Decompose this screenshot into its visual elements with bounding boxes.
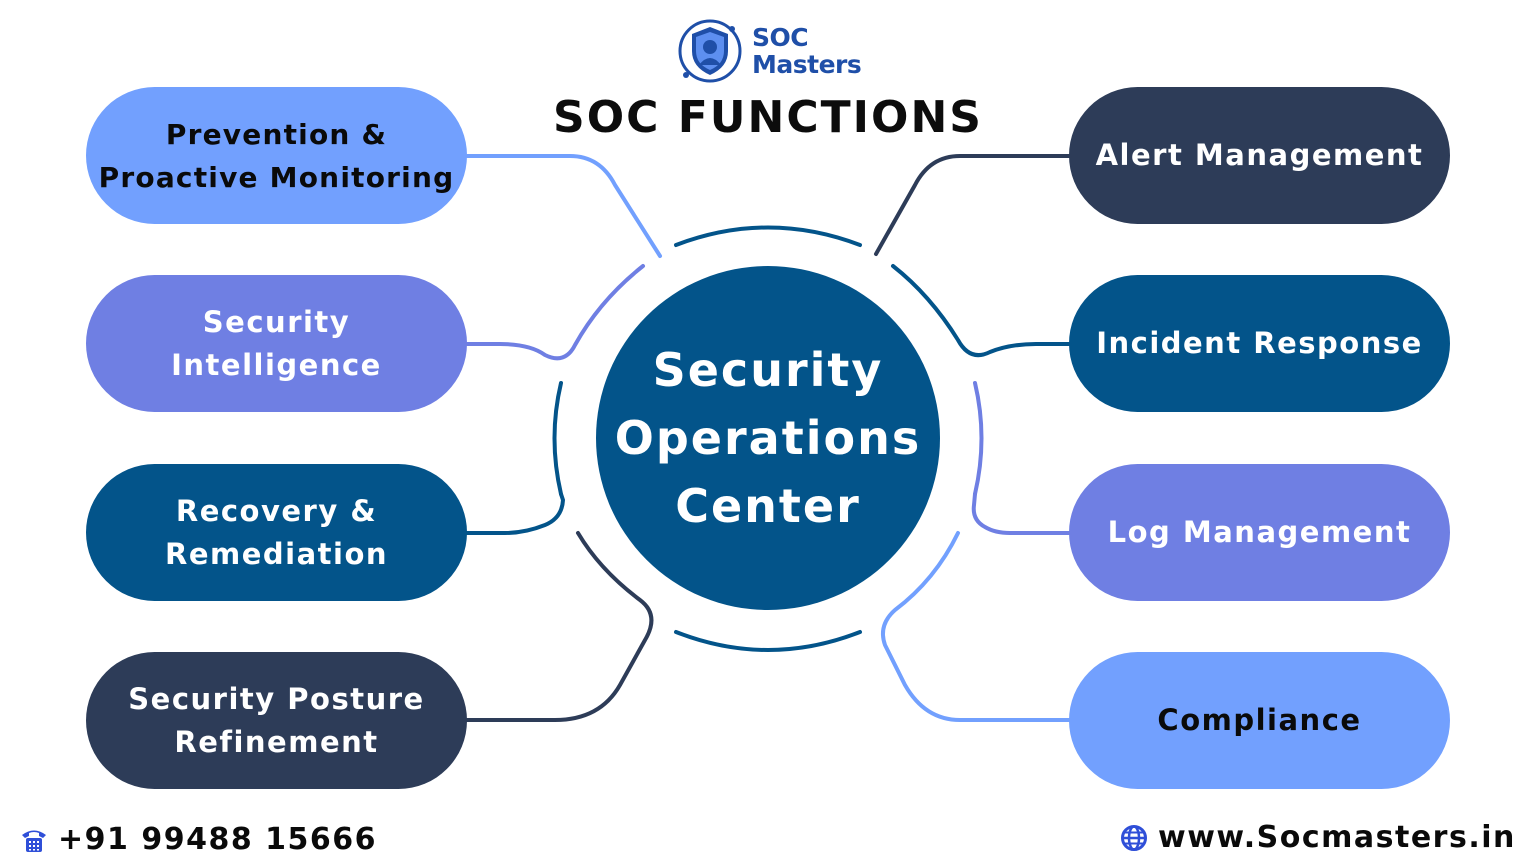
connector-security-intelligence <box>465 264 645 361</box>
hub-label: Security Operations Center <box>615 336 921 540</box>
brand-name: SOC Masters <box>752 23 862 79</box>
hub-line1: Security <box>652 343 884 397</box>
function-label: Security Intelligence <box>171 304 382 382</box>
shield-person-icon <box>678 19 742 83</box>
ring-arc-top <box>674 225 862 247</box>
footer-phone: +91 99488 15666 <box>20 822 377 857</box>
function-label: Incident Response <box>1096 326 1423 360</box>
page-title: SOC FUNCTIONS <box>553 92 983 143</box>
connector-log <box>971 492 1071 535</box>
function-label: Recovery & Remediation <box>164 493 389 571</box>
function-label: Alert Management <box>1095 138 1424 172</box>
website-url[interactable]: www.Socmasters.in <box>1158 820 1516 855</box>
function-security-posture-refinement: Security Posture Refinement <box>86 652 467 789</box>
function-label: Compliance <box>1157 703 1362 737</box>
function-alert-management: Alert Management <box>1069 87 1450 224</box>
function-security-intelligence: Security Intelligence <box>86 275 467 412</box>
brand-logo: SOC Masters <box>676 16 866 86</box>
hub-security-operations-center: Security Operations Center <box>596 266 940 610</box>
function-label: Security Posture Refinement <box>128 681 425 759</box>
connector-prevention <box>465 154 662 258</box>
hub-line2: Operations <box>614 411 922 465</box>
connector-posture <box>465 531 654 722</box>
globe-icon <box>1121 824 1147 851</box>
connector-incident <box>891 264 1071 357</box>
connector-alert <box>874 154 1071 256</box>
function-label: Log Management <box>1107 515 1412 549</box>
function-label: Prevention & Proactive Monitoring <box>98 117 455 194</box>
function-recovery-remediation: Recovery & Remediation <box>86 464 467 601</box>
function-compliance: Compliance <box>1069 652 1450 789</box>
function-incident-response: Incident Response <box>1069 275 1450 412</box>
ring-arc-bottom <box>674 630 862 652</box>
function-log-management: Log Management <box>1069 464 1450 601</box>
function-prevention-proactive-monitoring: Prevention & Proactive Monitoring <box>86 87 467 224</box>
connector-compliance <box>881 531 1071 722</box>
ring-arc-left <box>552 381 563 496</box>
hub-line3: Center <box>675 479 861 533</box>
brand-line1: SOC <box>752 23 809 52</box>
connector-recovery <box>465 492 566 535</box>
ring-arc-right <box>973 381 984 496</box>
telephone-icon <box>22 830 46 852</box>
phone-number: +91 99488 15666 <box>58 822 378 857</box>
brand-line2: Masters <box>752 50 862 79</box>
footer-website: www.Socmasters.in <box>1120 820 1516 855</box>
